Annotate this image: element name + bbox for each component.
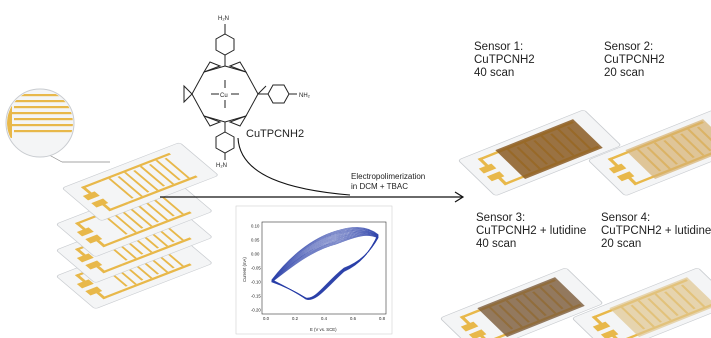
condition-line-1: Electropolimerization — [351, 172, 426, 181]
magnified-inset — [5, 88, 110, 163]
sensor-chip-3 — [439, 266, 604, 338]
cv-ytick-label: -0.05 — [251, 266, 261, 271]
cv-plot-frame — [261, 221, 387, 315]
sensor-chip-2 — [587, 108, 711, 197]
amine-bottom-label: H₂N — [216, 163, 227, 169]
molecule-name-label: CuTPCNH2 — [246, 128, 305, 140]
cv-scan-loop — [271, 227, 379, 300]
sensor-2-compound: CuTPCNH2 — [604, 54, 665, 66]
sensor-1-scans: 40 scan — [474, 67, 515, 79]
cv-xtick-label: 0.2 — [292, 316, 299, 321]
cutpcnh2-structure — [183, 24, 297, 160]
amine-right-label: NH₂ — [299, 93, 311, 99]
sensor-3-label: Sensor 3: CuTPCNH2 + lutidine 40 scan — [476, 212, 586, 251]
cv-ytick-label: 0.05 — [251, 238, 260, 243]
sensor-chip-1 — [457, 108, 622, 197]
sensor-3-compound: CuTPCNH2 + lutidine — [476, 225, 587, 237]
cv-ytick-label: 0.00 — [251, 252, 260, 257]
amine-top-label: H₂N — [218, 16, 229, 22]
cv-ylabel: Current (mA) — [242, 257, 247, 282]
condition-line-2: in DCM + TBAC — [351, 182, 408, 191]
cv-xtick-label: 0.4 — [321, 316, 328, 321]
cv-curves — [271, 227, 379, 300]
cv-yticks: 0.10 0.05 0.00 -0.05 -0.10 -0.15 -0.20 — [251, 224, 261, 313]
sensor-3-scans: 40 scan — [476, 238, 517, 250]
sensor-2-scans: 20 scan — [604, 67, 645, 79]
cv-ytick-label: -0.20 — [251, 308, 261, 313]
sensor-2-label: Sensor 2: CuTPCNH2 20 scan — [604, 41, 665, 80]
cv-xtick-label: 0.8 — [379, 316, 386, 321]
sensor-2-title: Sensor 2: — [604, 41, 654, 53]
cv-ytick-label: 0.10 — [251, 224, 260, 229]
sensor-4-title: Sensor 4: — [601, 212, 651, 224]
cv-ytick-label: -0.15 — [251, 294, 261, 299]
reaction-arrow — [160, 191, 465, 203]
sensor-4-label: Sensor 4: CuTPCNH2 + lutidine 20 scan — [601, 212, 711, 251]
reagent-curve-arrow — [237, 137, 351, 196]
sensor-4-scans: 20 scan — [601, 238, 642, 250]
cv-xtick-label: 0.0 — [263, 316, 270, 321]
cv-xlabel: E (V vs. SCE) — [310, 327, 337, 332]
sensor-1-label: Sensor 1: CuTPCNH2 40 scan — [474, 41, 535, 80]
sensor-4-compound: CuTPCNH2 + lutidine — [601, 225, 711, 237]
cv-plot: 0.0 0.2 0.4 0.6 0.8 0.10 0.05 0.00 -0.05 -0.10 -0… — [235, 205, 393, 335]
sensor-1-compound: CuTPCNH2 — [474, 54, 535, 66]
electrode-stack — [55, 141, 220, 310]
cv-ytick-label: -0.10 — [251, 280, 261, 285]
cv-xtick-label: 0.6 — [350, 316, 357, 321]
sensor-1-title: Sensor 1: — [474, 41, 524, 53]
metal-center-label: Cu — [220, 93, 228, 99]
cv-xticks: 0.0 0.2 0.4 0.6 0.8 — [263, 316, 386, 321]
sensor-chip-4 — [571, 266, 711, 338]
sensor-3-title: Sensor 3: — [476, 212, 526, 224]
